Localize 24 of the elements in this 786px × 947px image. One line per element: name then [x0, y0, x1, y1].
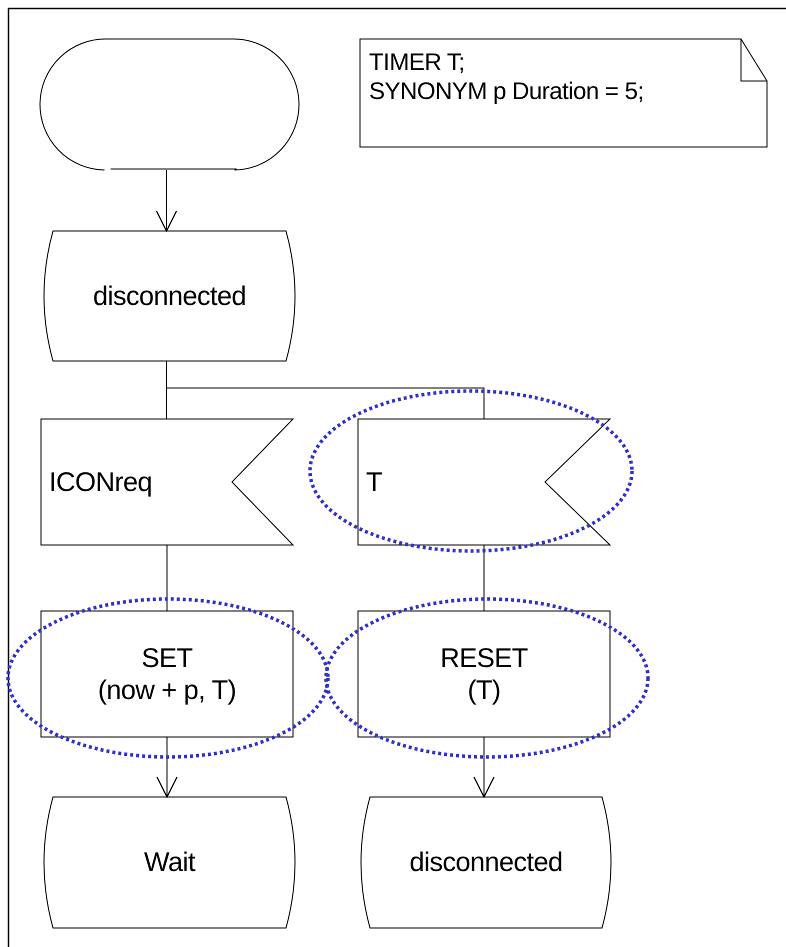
flow-arrow	[156, 736, 178, 798]
input-signal-symbol	[41, 419, 293, 545]
start-symbol	[41, 39, 298, 170]
state-label: disconnected	[409, 846, 563, 879]
state-label: Wait	[144, 846, 195, 879]
task-box	[358, 611, 610, 737]
task-label: (T)	[468, 674, 500, 706]
flow-line	[166, 544, 168, 612]
task-label: SET	[141, 642, 192, 674]
state-symbol	[41, 797, 298, 928]
task-label: (now + p, T)	[98, 674, 236, 706]
text-note	[360, 39, 767, 147]
signal-label: T	[366, 466, 382, 498]
flow-arrow	[473, 736, 495, 798]
declaration-text: SYNONYM p Duration = 5;	[369, 78, 644, 107]
flow-arrow	[156, 170, 178, 232]
task-box	[41, 611, 293, 737]
declaration-text: TIMER T;	[369, 49, 465, 78]
task-label: RESET	[440, 642, 528, 674]
signal-label: ICONreq	[49, 466, 152, 498]
input-signal-symbol	[358, 419, 610, 545]
state-label: disconnected	[92, 280, 246, 312]
state-symbol	[41, 231, 298, 361]
state-symbol	[358, 797, 614, 928]
